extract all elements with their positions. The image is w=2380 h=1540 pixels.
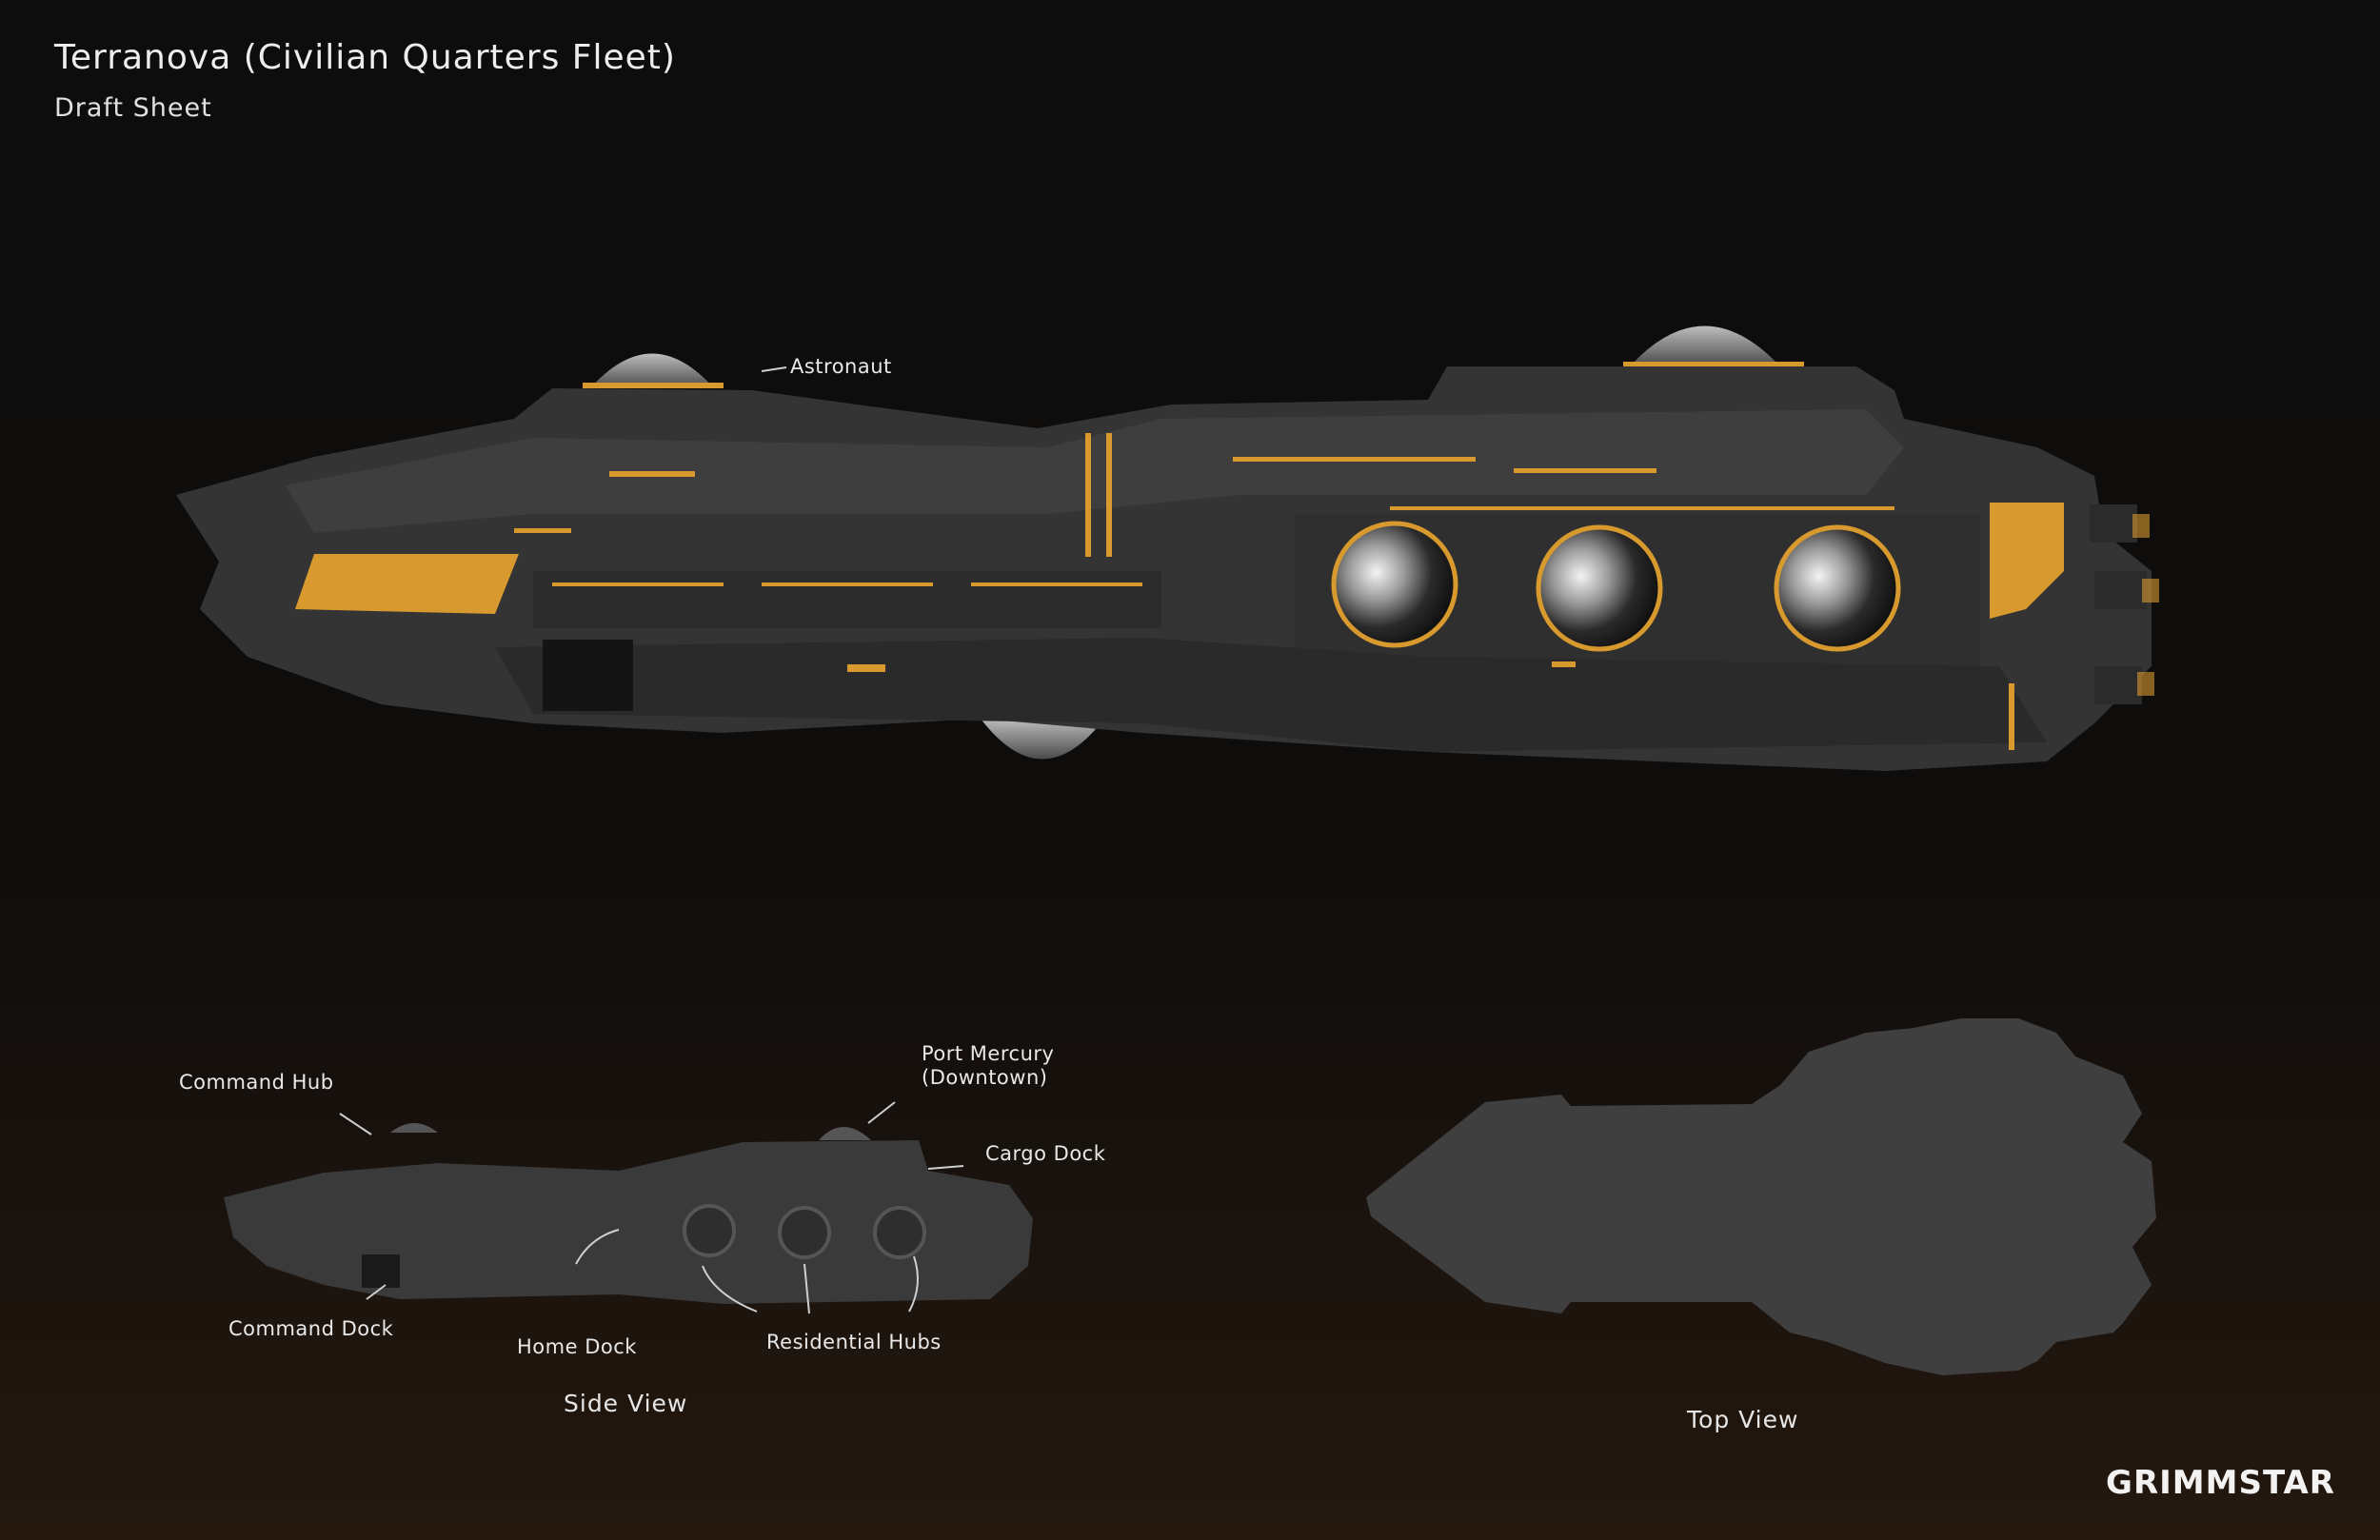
callout-residential-hubs: Residential Hubs xyxy=(766,1331,942,1353)
callout-port-mercury-line1: Port Mercury xyxy=(922,1042,1055,1065)
page-subtitle: Draft Sheet xyxy=(54,93,212,123)
top-view-caption: Top View xyxy=(1687,1406,1799,1433)
grimmstar-logo: GRIMMSTAR xyxy=(2106,1464,2335,1502)
callout-home-dock: Home Dock xyxy=(517,1335,637,1358)
callout-port-mercury: Port Mercury (Downtown) xyxy=(922,1042,1054,1090)
callout-cargo-dock: Cargo Dock xyxy=(985,1142,1106,1165)
side-view-caption: Side View xyxy=(564,1390,688,1417)
callout-command-hub: Command Hub xyxy=(179,1071,334,1094)
callout-astronaut: Astronaut xyxy=(790,355,892,378)
page-title: Terranova (Civilian Quarters Fleet) xyxy=(54,38,676,77)
callout-command-dock: Command Dock xyxy=(228,1317,394,1340)
callout-port-mercury-line2: (Downtown) xyxy=(922,1066,1048,1089)
